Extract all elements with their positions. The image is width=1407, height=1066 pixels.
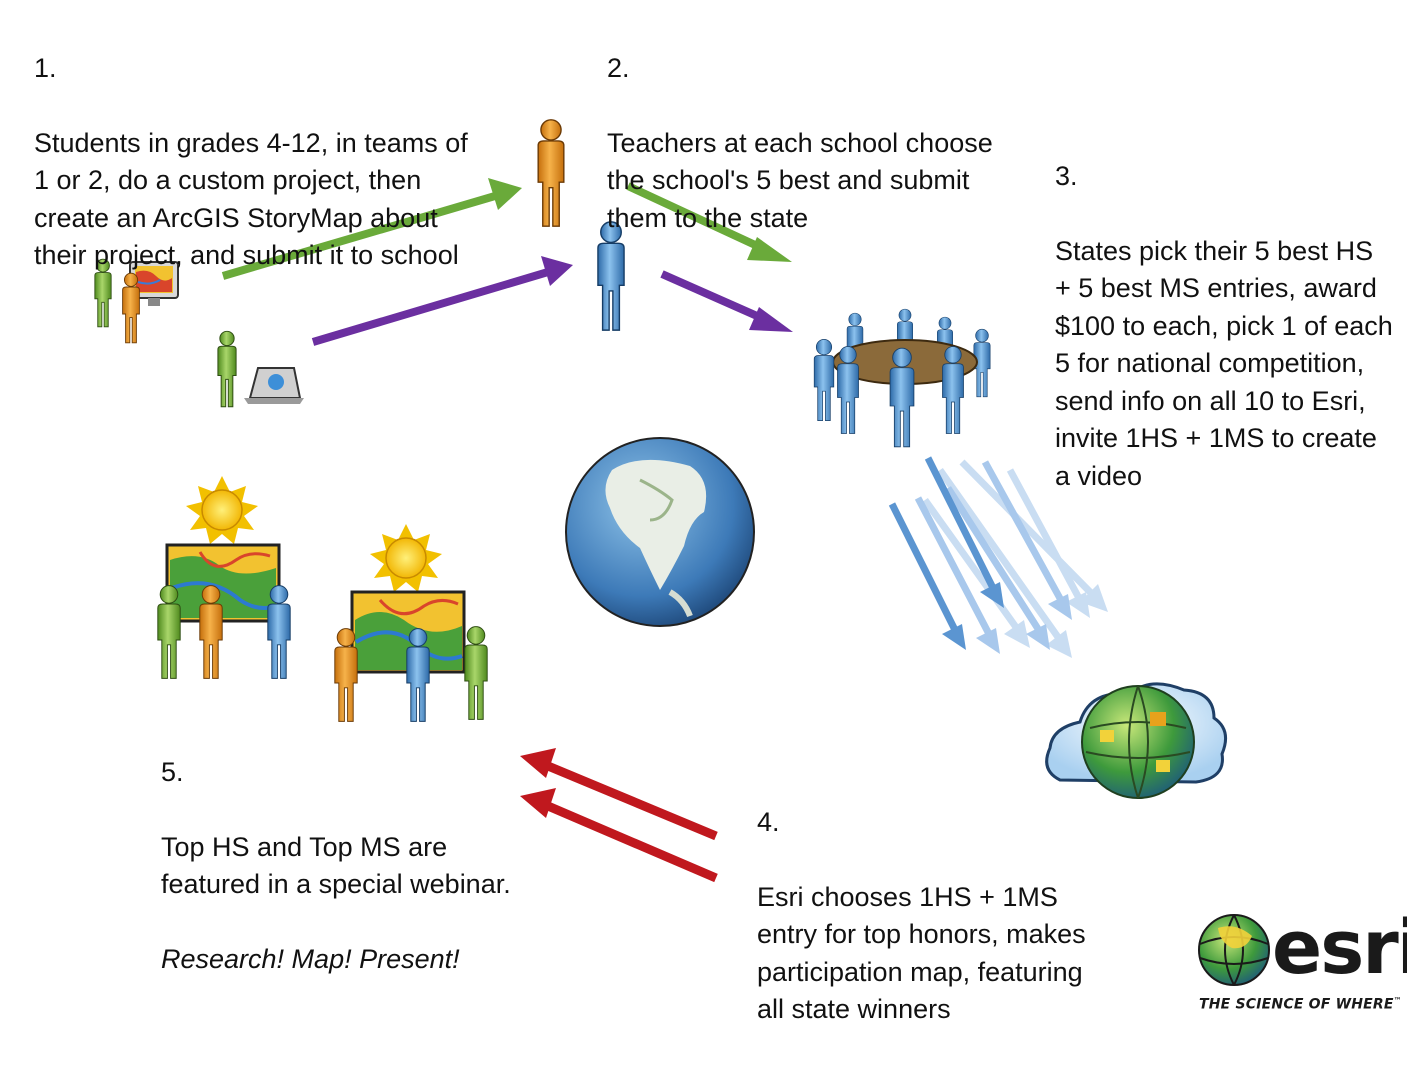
step-5-description: Top HS and Top MS are featured in a spec… [161, 831, 511, 900]
step-5-text: 5. Top HS and Top MS are featured in a s… [161, 716, 521, 1016]
step-3-text: 3. States pick their 5 best HS + 5 best … [1055, 120, 1395, 533]
globe-icon [565, 437, 755, 627]
state-committee-icon [813, 308, 991, 448]
map-presentation-icon [157, 476, 291, 679]
student-laptop-icon [217, 330, 304, 408]
step-5-tagline: Research! Map! Present! [161, 944, 460, 974]
step-4-description: Esri chooses 1HS + 1MS entry for top hon… [757, 881, 1086, 1025]
sun-icon [370, 524, 442, 592]
step-2-text: 2. Teachers at each school choose the sc… [607, 12, 997, 275]
step-4-text: 4. Esri chooses 1HS + 1MS entry for top … [757, 766, 1117, 1066]
cloud-globe-icon [1045, 682, 1228, 799]
trademark-symbol: ™ [1393, 996, 1402, 1005]
purple-arrows [311, 256, 793, 346]
diagram-canvas [94, 119, 1270, 986]
step-2-number: 2. [607, 52, 630, 83]
step-3-description: States pick their 5 best HS + 5 best MS … [1055, 235, 1393, 491]
map-presentation-icon [334, 524, 488, 722]
step-1-description: Students in grades 4-12, in teams of 1 o… [34, 127, 468, 271]
esri-tagline-text: THE SCIENCE OF WHERE [1199, 996, 1394, 1013]
esri-globe-icon [1198, 914, 1270, 986]
step-3-number: 3. [1055, 160, 1078, 191]
green-arrows [221, 178, 792, 280]
step-5-number: 5. [161, 756, 184, 787]
step-2-description: Teachers at each school choose the schoo… [607, 127, 993, 233]
step-4-number: 4. [757, 806, 780, 837]
red-arrows [520, 748, 718, 883]
blue-arrows [888, 456, 1108, 658]
sun-icon [186, 476, 258, 544]
students-at-computer-icon [94, 258, 179, 344]
esri-tagline: THE SCIENCE OF WHERE™ [1199, 996, 1402, 1013]
teacher-orange-icon [537, 119, 565, 227]
step-1-number: 1. [34, 52, 57, 83]
step-1-text: 1. Students in grades 4-12, in teams of … [34, 12, 474, 312]
esri-wordmark: esri [1272, 905, 1407, 991]
